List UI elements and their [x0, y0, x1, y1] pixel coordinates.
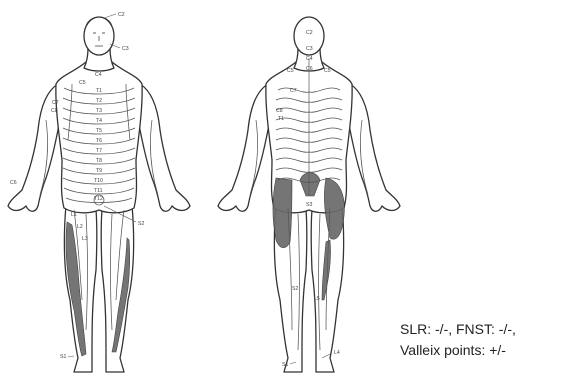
front-label-t12: T12 [94, 196, 103, 202]
front-label-l3: L3 [82, 236, 88, 242]
front-right-leg [101, 205, 133, 372]
front-label-l1: L1 [71, 212, 77, 218]
back-label-c6: C6 [306, 66, 313, 72]
front-label-t10: T10 [94, 178, 103, 184]
back-label-c4: C4 [306, 56, 313, 62]
front-label-c8: C8 [51, 108, 58, 114]
front-label-t3: T3 [96, 108, 102, 114]
front-label-t11: T11 [94, 188, 103, 194]
back-left-arm [218, 84, 270, 211]
back-label-s2: S2 [292, 286, 298, 292]
back-label-c7: C7 [290, 88, 297, 94]
back-label-c2: C2 [306, 30, 313, 36]
front-label-l2: L2 [77, 224, 83, 230]
front-label-c3: C3 [122, 46, 129, 52]
front-label-t8: T8 [96, 158, 102, 164]
back-label-c3: C3 [306, 46, 313, 52]
front-label-t6: T6 [96, 138, 102, 144]
front-label-t5: T5 [96, 128, 102, 134]
front-label-s1: S1 [60, 354, 66, 360]
front-label-c2: C2 [118, 12, 125, 18]
front-label-c5: C5 [79, 80, 86, 86]
front-label-s2: S2 [138, 221, 144, 227]
back-label-c5-left: C5 [287, 68, 294, 74]
back-right-arm [348, 84, 400, 211]
clinical-findings: SLR: -/-, FNST: -/-, Valleix points: +/- [400, 319, 516, 361]
back-label-l5: L5 [314, 296, 320, 302]
front-label-t1: T1 [96, 88, 102, 94]
findings-line-valleix: Valleix points: +/- [400, 340, 516, 361]
front-label-c7: C7 [52, 100, 59, 106]
back-label-l4: L4 [334, 350, 340, 356]
front-label-c4: C4 [95, 72, 102, 78]
front-label-t7: T7 [96, 148, 102, 154]
findings-line-slr-fnst: SLR: -/-, FNST: -/-, [400, 319, 516, 340]
front-label-t4: T4 [96, 118, 102, 124]
front-right-arm [138, 84, 190, 211]
back-body: C2 C3 C4 C5 C5 C6 C7 C8 T1 S3 S2 L5 S1 L… [218, 17, 400, 372]
front-body: C2 C3 C4 C5 C7 C8 T1 T2 T3 T4 T5 T6 T7 T… [8, 12, 190, 372]
back-label-s1: S1 [282, 362, 288, 368]
back-label-c5-right: C5 [324, 68, 331, 74]
front-label-c6: C6 [10, 180, 17, 186]
front-label-t9: T9 [96, 168, 102, 174]
back-label-c8: C8 [276, 108, 283, 114]
back-label-s3: S3 [306, 202, 312, 208]
back-label-t1: T1 [278, 116, 284, 122]
front-label-t2: T2 [96, 98, 102, 104]
